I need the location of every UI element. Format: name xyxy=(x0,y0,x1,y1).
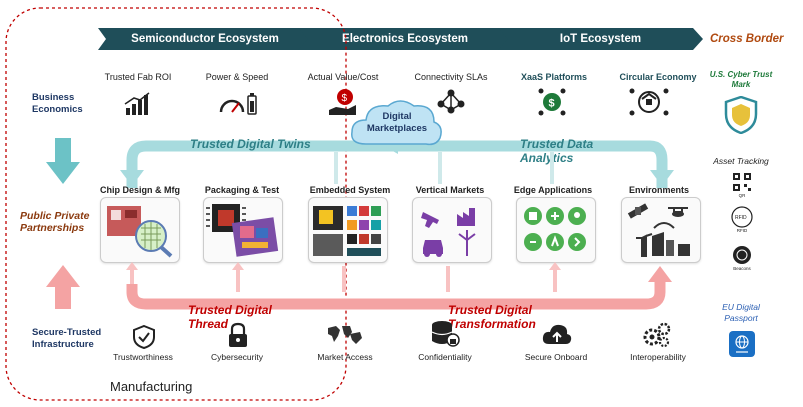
band-arrow-shape xyxy=(498,28,703,50)
down-arrow-teal xyxy=(46,138,80,184)
label-trustworthiness: Trustworthiness xyxy=(113,352,173,362)
label-cybersecurity: Cybersecurity xyxy=(211,352,263,362)
svg-text:$: $ xyxy=(549,98,555,110)
money-hand-icon: $ xyxy=(329,89,356,115)
svg-text:$: $ xyxy=(342,93,348,104)
box-packaging xyxy=(203,197,283,263)
cloud-shape xyxy=(351,100,442,146)
money-network-icon: $ xyxy=(538,88,566,116)
eu-passport-label: EU Digital Passport xyxy=(722,302,760,323)
embedded-devices-icon xyxy=(313,206,381,256)
header-semiconductor: Semiconductor Ecosystem xyxy=(98,28,312,50)
rfid-label: RFID xyxy=(736,228,748,233)
vertical-markets-icon xyxy=(421,208,476,257)
network-nodes-icon xyxy=(437,89,465,114)
label-interoperability: Interoperability xyxy=(630,352,686,362)
row-business-economics: Business Economics xyxy=(32,92,83,115)
edge-apps-icon xyxy=(524,207,586,251)
label-confidentiality: Confidentiality xyxy=(418,352,472,362)
box-vertical xyxy=(412,197,492,263)
lock-icon xyxy=(229,322,247,347)
cloud-label: Digital Marketplaces xyxy=(366,111,428,134)
trust-mark-shield-icon xyxy=(724,96,758,134)
box-label-edge: Edge Applications xyxy=(513,185,593,195)
flow-transformation-label: Trusted Digital Transformation xyxy=(448,303,536,331)
topic-trusted-fab: Trusted Fab ROI xyxy=(104,72,172,82)
world-map-icon xyxy=(328,326,362,344)
cross-border-label: Cross Border xyxy=(710,33,784,45)
box-chip-design xyxy=(100,197,180,263)
qr-label: QR xyxy=(738,193,746,198)
chip-magnifier-icon xyxy=(107,206,173,258)
qr-code-icon xyxy=(733,173,751,191)
box-environments xyxy=(621,197,701,263)
cloud-upload-icon xyxy=(542,324,572,344)
header-iot: IoT Ecosystem xyxy=(498,28,703,50)
beacons-label: Beacons xyxy=(733,266,751,271)
box-label-chip-design: Chip Design & Mfg xyxy=(100,185,180,195)
recycle-cycle-icon xyxy=(629,88,669,116)
header-semiconductor-label: Semiconductor Ecosystem xyxy=(131,33,279,45)
band-arrow-shape xyxy=(98,28,312,50)
box-label-embedded: Embedded System xyxy=(309,185,391,195)
speedometer-battery-icon xyxy=(219,93,257,115)
box-label-vertical: Vertical Markets xyxy=(415,185,485,195)
row-public-private: Public Private Partnerships xyxy=(20,210,90,234)
flow-thread-label: Trusted Digital Thread xyxy=(188,303,272,331)
shield-check-icon xyxy=(133,325,155,349)
header-electronics: Electronics Ecosystem xyxy=(298,28,512,50)
environments-icon xyxy=(627,203,690,257)
topic-power-speed: Power & Speed xyxy=(205,72,269,82)
header-iot-label: IoT Ecosystem xyxy=(559,33,642,45)
rfid-icon: RFID xyxy=(731,206,753,228)
gears-icon xyxy=(643,322,671,348)
box-edge xyxy=(516,197,596,263)
bar-growth-icon xyxy=(124,92,150,115)
asset-tracking-label: Asset Tracking xyxy=(713,156,769,166)
beacon-icon xyxy=(733,246,751,264)
database-lock-icon xyxy=(431,321,460,347)
header-electronics-label: Electronics Ecosystem xyxy=(342,33,468,45)
manufacturing-label: Manufacturing xyxy=(110,379,193,394)
topic-xaas: XaaS Platforms xyxy=(520,72,588,82)
passport-icon xyxy=(729,331,755,357)
box-label-environments: Environments xyxy=(628,185,689,195)
trust-mark-label: U.S. Cyber Trust Mark xyxy=(709,70,773,89)
box-embedded xyxy=(308,197,388,263)
flow-analytics-label: Trusted Data Analytics xyxy=(520,137,594,165)
row-secure-trusted: Secure-Trusted Infrastructure xyxy=(32,327,102,350)
packaging-chip-icon xyxy=(206,204,279,257)
label-market-access: Market Access xyxy=(317,352,373,362)
flow-twins-label: Trusted Digital Twins xyxy=(190,137,311,151)
up-arrow-pink xyxy=(46,265,80,309)
svg-text:RFID: RFID xyxy=(735,215,747,221)
band-arrow-shape xyxy=(298,28,512,50)
topic-circular: Circular Economy xyxy=(619,72,697,82)
box-label-packaging: Packaging & Test xyxy=(204,185,280,195)
topic-connectivity: Connectivity SLAs xyxy=(414,72,488,82)
label-secure-onboard: Secure Onboard xyxy=(524,352,588,362)
topic-value-cost: Actual Value/Cost xyxy=(307,72,379,82)
